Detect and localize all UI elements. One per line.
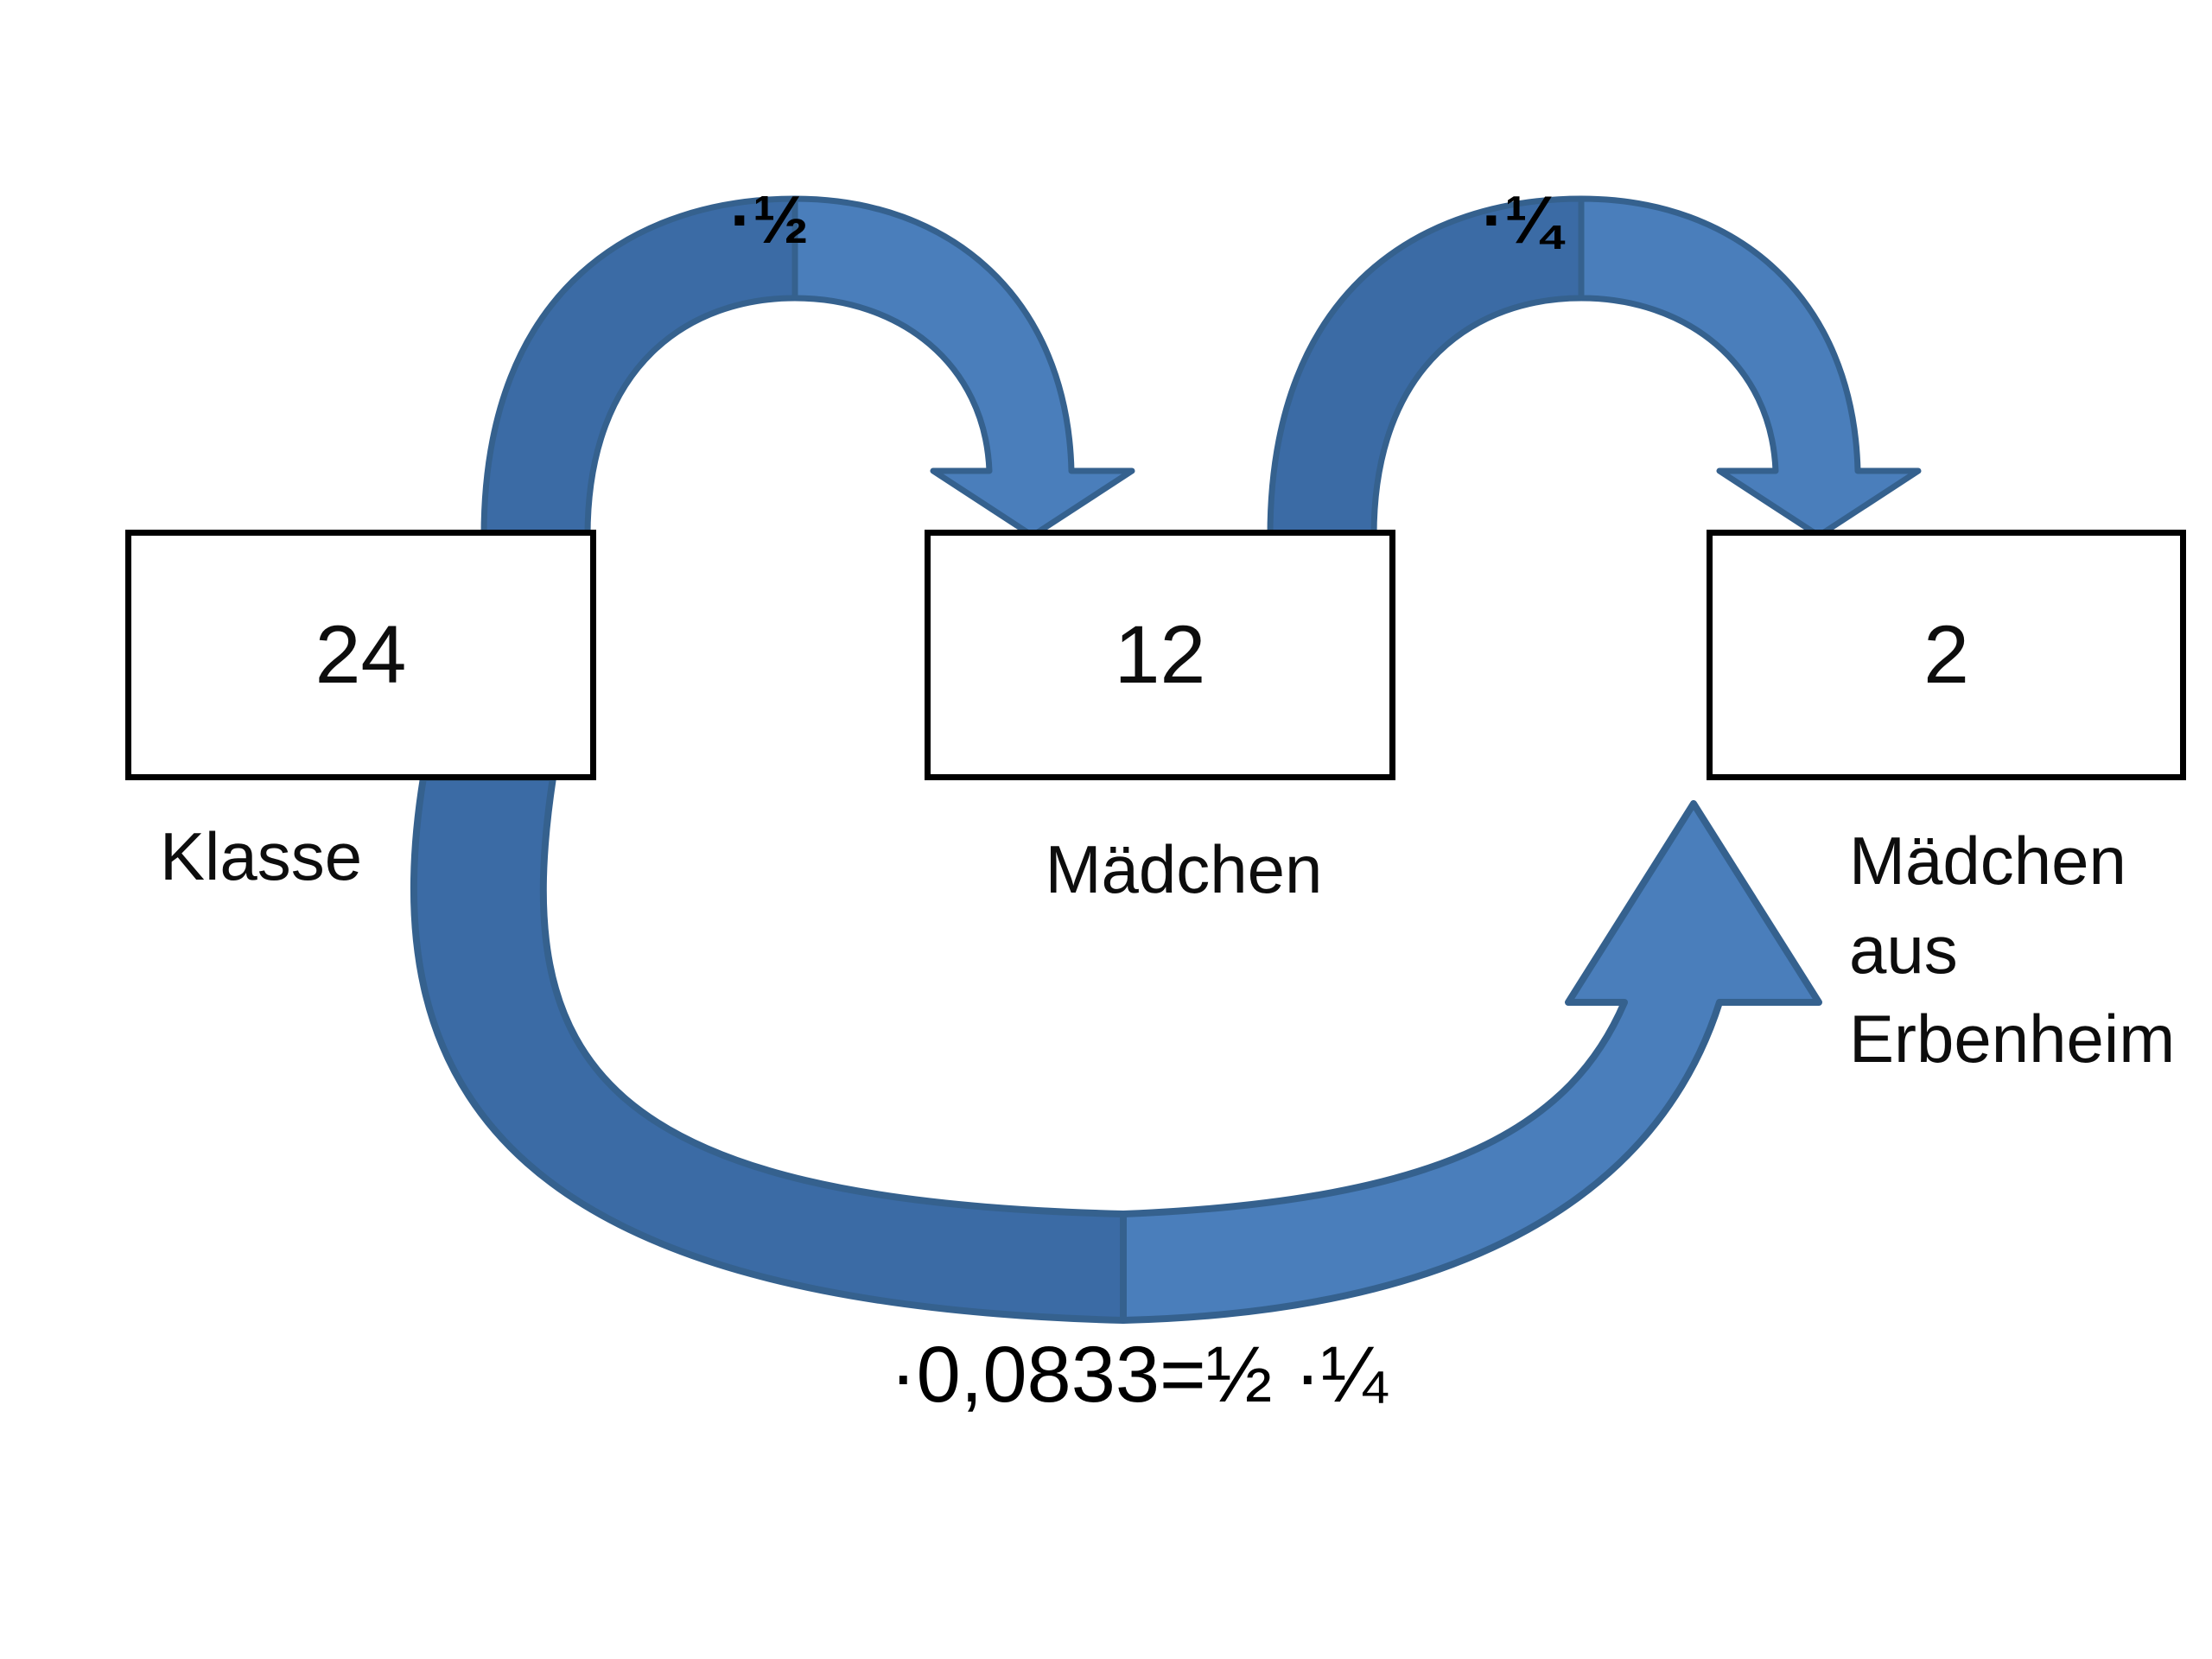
node-caption-klasse: Klasse <box>160 818 363 894</box>
node-box-klasse[interactable]: 24 <box>125 530 596 780</box>
node-value-maedchen-erbenheim: 2 <box>1923 608 1969 701</box>
edge-label-maedchen-to-erbenheim: ·¼ <box>1482 181 1561 257</box>
node-caption-maedchen-erbenheim: Mädchen aus Erbenheim <box>1849 823 2176 1077</box>
arrow-maedchen-to-erbenheim <box>1267 195 1922 539</box>
node-value-maedchen: 12 <box>1114 608 1206 701</box>
edge-label-klasse-to-erbenheim: ·0,0833=½ ·¼ <box>890 1331 1388 1419</box>
node-box-maedchen[interactable]: 12 <box>925 530 1395 780</box>
node-box-maedchen-erbenheim[interactable]: 2 <box>1707 530 2186 780</box>
node-value-klasse: 24 <box>315 608 407 701</box>
edge-label-klasse-to-maedchen: ·½ <box>730 181 810 257</box>
node-caption-maedchen: Mädchen <box>1045 831 1323 907</box>
